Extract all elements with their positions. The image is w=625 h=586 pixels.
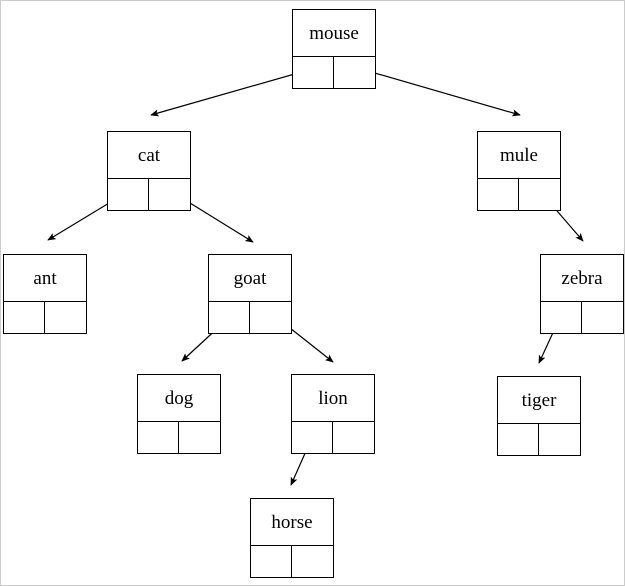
node-pointers-dog: [138, 422, 220, 453]
node-right-pointer-zebra[interactable]: [582, 302, 623, 333]
tree-node-mouse[interactable]: mouse: [292, 9, 376, 89]
tree-node-horse[interactable]: horse: [250, 498, 334, 578]
node-label-mouse: mouse: [293, 10, 375, 57]
node-pointers-tiger: [498, 424, 580, 455]
tree-node-ant[interactable]: ant: [3, 254, 87, 334]
node-left-pointer-cat[interactable]: [108, 179, 149, 210]
node-pointers-cat: [108, 179, 190, 210]
node-right-pointer-horse[interactable]: [292, 546, 333, 577]
node-left-pointer-tiger[interactable]: [498, 424, 539, 455]
node-pointers-horse: [251, 546, 333, 577]
node-pointers-mule: [478, 179, 560, 210]
node-label-tiger: tiger: [498, 377, 580, 424]
node-right-pointer-lion[interactable]: [333, 422, 374, 453]
tree-edge-mouse-to-mule: [353, 66, 521, 117]
node-left-pointer-dog[interactable]: [138, 422, 179, 453]
node-left-pointer-mule[interactable]: [478, 179, 519, 210]
node-label-dog: dog: [138, 375, 220, 422]
node-right-pointer-ant[interactable]: [45, 302, 86, 333]
node-left-pointer-mouse[interactable]: [293, 57, 334, 88]
node-right-pointer-tiger[interactable]: [539, 424, 580, 455]
node-pointers-lion: [292, 422, 374, 453]
tree-node-lion[interactable]: lion: [291, 374, 375, 454]
node-label-ant: ant: [4, 255, 86, 302]
node-label-lion: lion: [292, 375, 374, 422]
tree-node-dog[interactable]: dog: [137, 374, 221, 454]
node-left-pointer-lion[interactable]: [292, 422, 333, 453]
node-right-pointer-dog[interactable]: [179, 422, 220, 453]
tree-node-tiger[interactable]: tiger: [497, 376, 581, 456]
node-right-pointer-goat[interactable]: [250, 302, 291, 333]
node-label-cat: cat: [108, 132, 190, 179]
node-label-horse: horse: [251, 499, 333, 546]
tree-node-goat[interactable]: goat: [208, 254, 292, 334]
tree-node-zebra[interactable]: zebra: [540, 254, 624, 334]
node-label-goat: goat: [209, 255, 291, 302]
node-left-pointer-ant[interactable]: [4, 302, 45, 333]
node-label-zebra: zebra: [541, 255, 623, 302]
node-label-mule: mule: [478, 132, 560, 179]
node-right-pointer-mule[interactable]: [519, 179, 560, 210]
node-pointers-zebra: [541, 302, 623, 333]
node-left-pointer-zebra[interactable]: [541, 302, 582, 333]
node-left-pointer-goat[interactable]: [209, 302, 250, 333]
node-right-pointer-cat[interactable]: [149, 179, 190, 210]
node-pointers-goat: [209, 302, 291, 333]
tree-node-mule[interactable]: mule: [477, 131, 561, 211]
node-right-pointer-mouse[interactable]: [334, 57, 375, 88]
tree-node-cat[interactable]: cat: [107, 131, 191, 211]
node-pointers-ant: [4, 302, 86, 333]
node-pointers-mouse: [293, 57, 375, 88]
node-left-pointer-horse[interactable]: [251, 546, 292, 577]
